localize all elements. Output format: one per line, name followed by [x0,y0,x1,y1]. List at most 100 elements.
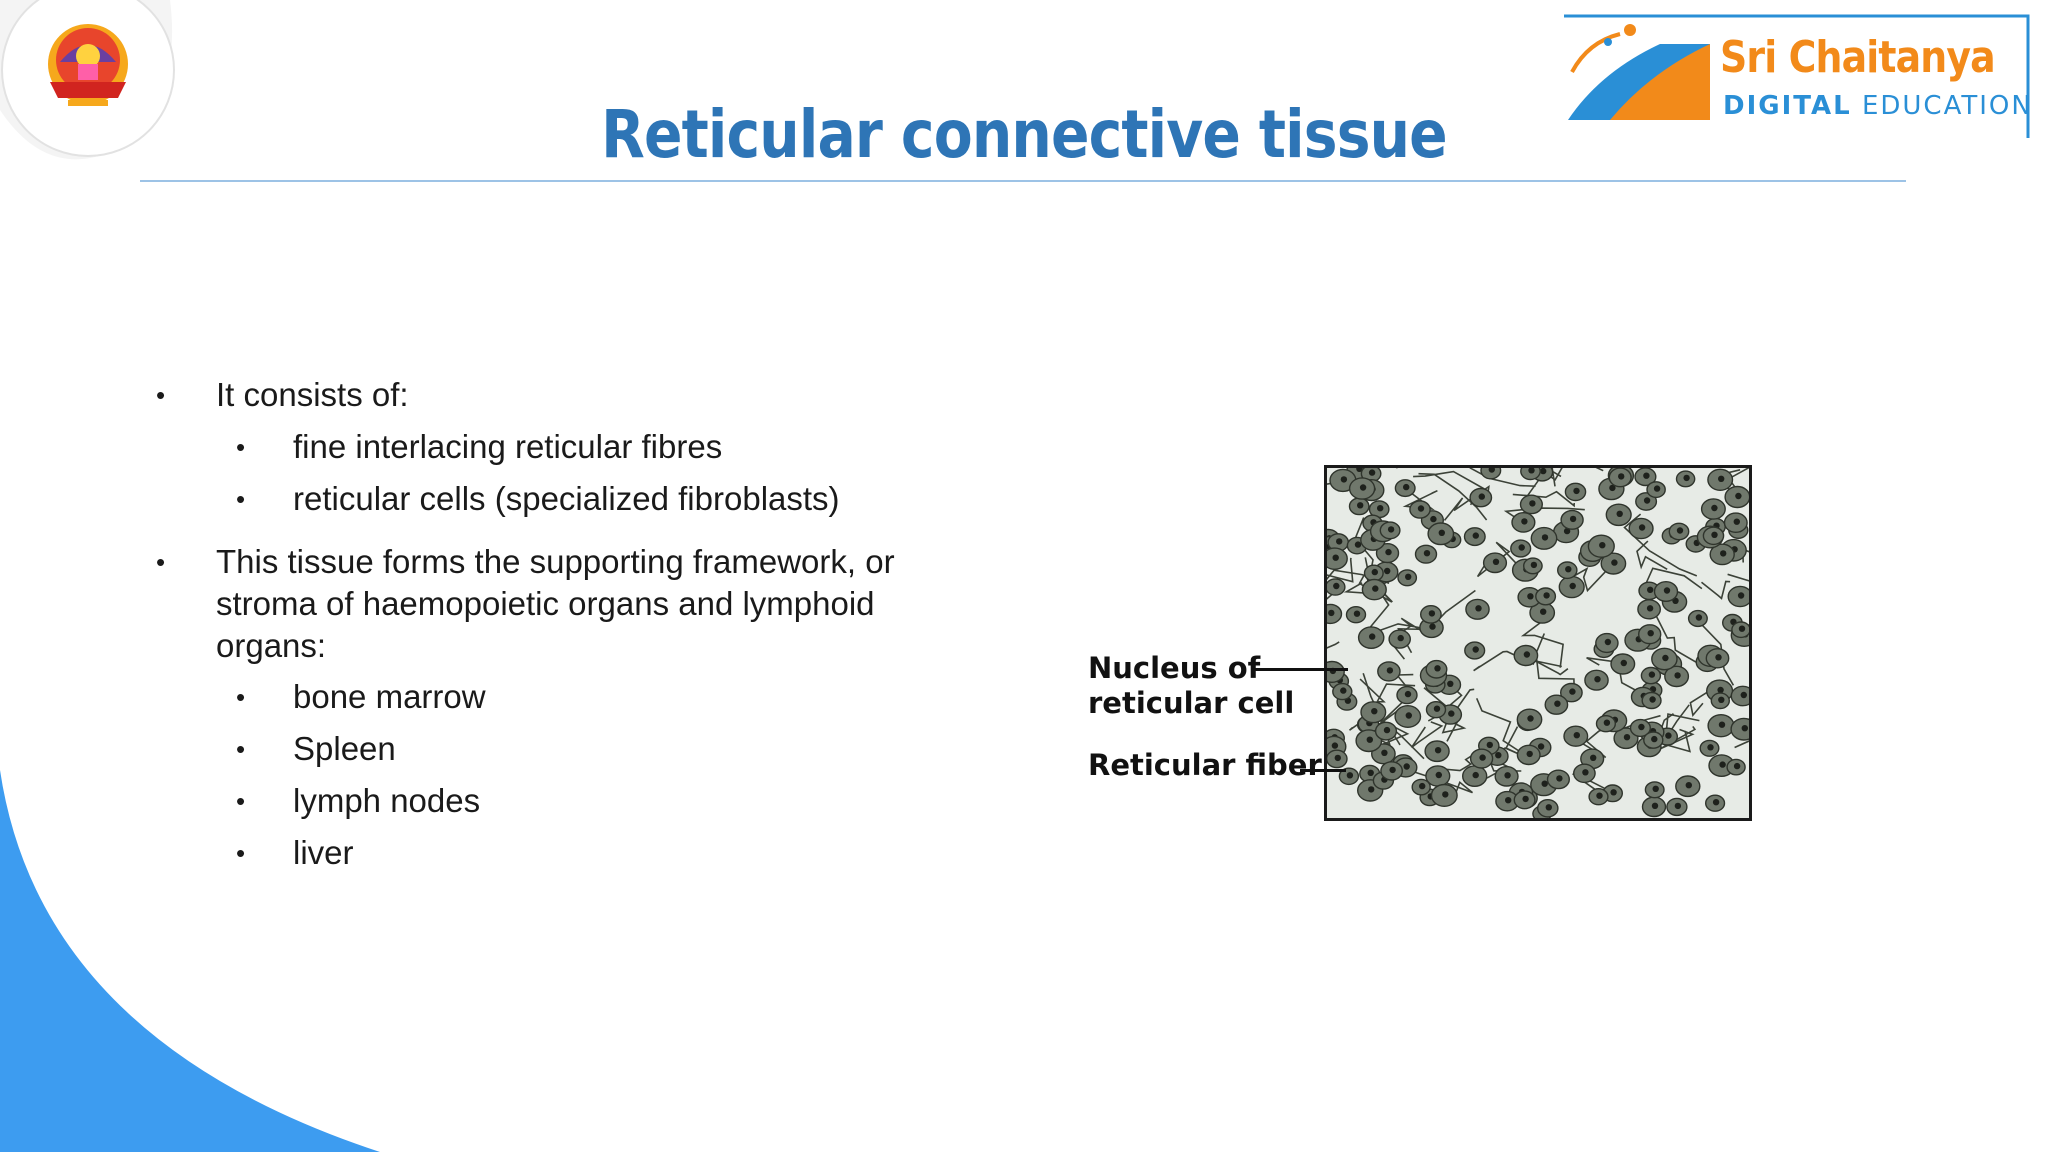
brand-tagline-rest: EDUCATION [1851,91,2033,121]
cell-nucleus [1334,754,1341,762]
nucleus-leader-line [1252,668,1348,671]
cell-nucleus [1540,468,1547,475]
cell-nucleus [1620,659,1627,667]
reticular-fiber [1520,614,1564,668]
cell-nucleus [1438,529,1445,536]
cell-nucleus [1662,654,1669,662]
cell-nucleus [1495,752,1502,759]
cell-nucleus [1405,712,1412,719]
cell-nucleus [1737,592,1745,599]
cell-nucleus [1328,609,1335,617]
cell-nucleus [1663,587,1671,594]
cell-nucleus [1541,780,1548,787]
cell-nucleus [1563,527,1571,535]
cell-nucleus [1556,775,1563,782]
cell-nucleus [1565,566,1572,573]
brand-tagline-strong: DIGITAL [1723,91,1852,121]
cell-nucleus [1428,610,1436,617]
bullet-dot-icon: • [156,547,166,577]
cell-nucleus [1712,799,1720,806]
cell-nucleus [1537,743,1545,750]
cell-nucleus [1540,608,1547,615]
cell-nucleus [1369,633,1376,640]
cell-nucleus [1340,687,1347,694]
cell-nucleus [1616,510,1623,517]
cell-nucleus [1368,469,1376,476]
bullet-dot-icon: • [236,682,246,712]
cell-nucleus [1652,785,1659,792]
cell-nucleus [1404,690,1412,698]
bullet-dot-icon: • [236,786,246,816]
reticular-fiber [1410,721,1444,749]
bullet-item: • This tissue forms the supporting frame… [156,541,895,667]
brand-tagline: DIGITAL EDUCATION [1723,91,2033,121]
cell-nucleus [1381,749,1388,756]
cell-nucleus [1718,721,1726,728]
bullet-text-line: organs: [216,627,327,664]
cell-nucleus [1397,634,1404,642]
cell-nucleus [1545,804,1552,811]
cell-nucleus [1372,585,1379,592]
label-reticular-fiber: Reticular fiber [1088,748,1322,782]
cell-nucleus [1695,614,1703,621]
cell-nucleus [1403,763,1410,770]
reticular-fiber [1327,557,1354,583]
cell-nucleus [1717,686,1724,694]
cell-nucleus [1582,769,1589,776]
bullet-text: bone marrow [293,678,486,715]
cell-nucleus [1530,561,1538,569]
cell-nucleus [1386,667,1394,674]
cell-nucleus [1383,726,1391,734]
cell-nucleus [1647,586,1654,593]
cell-nucleus [1417,505,1425,512]
cell [1520,468,1541,481]
bullet-text-line: This tissue forms the supporting framewo… [216,543,895,580]
cell-nucleus [1740,691,1747,699]
bullet-text: Spleen [293,730,396,767]
cell-nucleus [1569,515,1577,523]
brand-name: Sri Chaitanya [1720,32,1996,83]
cell-nucleus [1623,734,1631,741]
bullet-item: • It consists of: [156,374,409,416]
cell-nucleus [1385,548,1392,556]
cell-nucleus [1711,504,1718,512]
bullet-dot-icon: • [236,432,246,462]
cell-nucleus [1429,623,1436,630]
cell-nucleus [1523,651,1531,658]
reticular-fiber [1418,472,1488,521]
reticular-fiber [1654,614,1705,668]
cell-nucleus [1711,531,1718,538]
cell-nucleus [1638,723,1645,731]
cell-nucleus [1527,593,1534,600]
brand-frame-icon [1564,14,2030,138]
cell-nucleus [1733,518,1740,525]
cell-nucleus [1442,791,1449,798]
sub-bullet-item: • fine interlacing reticular fibres [236,426,722,468]
tissue-drawing [1327,468,1749,818]
cell-nucleus [1526,750,1533,758]
cell-nucleus [1368,786,1375,793]
cell-nucleus [1371,568,1378,576]
bullet-text-line: stroma of haemopoietic organs and lympho… [216,585,875,622]
cell-nucleus [1603,719,1611,726]
cell-nucleus [1665,732,1672,739]
cell-nucleus [1366,736,1373,743]
cell-nucleus [1405,573,1412,580]
cell-nucleus [1478,493,1485,500]
cell-nucleus [1649,696,1656,703]
reticular-fiber [1562,565,1612,593]
cell-nucleus [1354,541,1362,548]
cell-nucleus [1486,741,1493,749]
cell-nucleus [1594,676,1601,683]
bullet-text: lymph nodes [293,782,481,819]
reticular-fiber [1551,468,1556,487]
cell-nucleus [1599,542,1606,549]
cell-nucleus [1472,532,1479,539]
cell-nucleus [1573,732,1580,739]
cell-nucleus [1569,582,1576,590]
slide-title: Reticular connective tissue [601,96,1448,173]
reticular-fiber [1475,697,1520,752]
cell-nucleus [1433,705,1441,712]
reticular-fiber [1623,513,1698,577]
label-nucleus-line1: Nucleus of [1088,651,1261,685]
